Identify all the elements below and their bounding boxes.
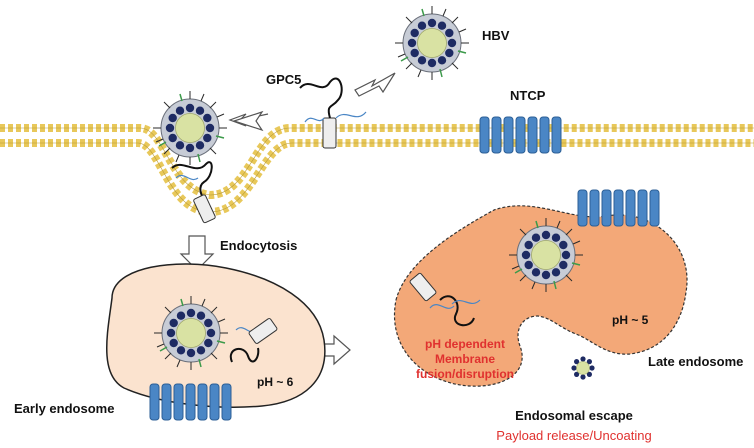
label-endosomal-escape: Endosomal escape (515, 408, 633, 423)
label-ph-early: pH ~ 6 (257, 375, 294, 389)
released-capsid (571, 356, 595, 380)
label-ph-late: pH ~ 5 (612, 313, 649, 327)
late-endosome (393, 205, 688, 387)
label-hbv: HBV (482, 28, 510, 43)
hbv-virion-early-endosome (153, 295, 229, 371)
label-ntcp: NTCP (510, 88, 546, 103)
label-fusion-line3: fusion/disruption (416, 367, 514, 381)
gpc5-late-endosome (409, 272, 481, 327)
label-early-endosome: Early endosome (14, 401, 114, 416)
hbv-virion-binding (152, 90, 228, 166)
gpc5-early-endosome (229, 318, 278, 363)
hbv-virion-free (394, 5, 470, 81)
gpc5-receptor (299, 77, 367, 149)
label-fusion-line2: Membrane (435, 352, 495, 366)
arrow-endocytosis-down (179, 235, 215, 271)
ntcp-late-endosome (577, 189, 660, 227)
hbv-virion-late-endosome (508, 217, 584, 293)
arrow-hbv-to-gpc5 (354, 72, 396, 97)
arrow-gpc5-to-virion (232, 110, 264, 132)
label-late-endosome: Late endosome (648, 354, 743, 369)
ntcp-early-endosome (149, 383, 232, 421)
ntcp-receptor (479, 116, 562, 154)
label-fusion-line1: pH dependent (425, 337, 505, 351)
gpc5-in-pit (171, 161, 216, 224)
label-gpc5: GPC5 (266, 72, 301, 87)
arrows (179, 72, 396, 366)
label-payload-release: Payload release/Uncoating (496, 428, 651, 443)
label-endocytosis: Endocytosis (220, 238, 297, 253)
